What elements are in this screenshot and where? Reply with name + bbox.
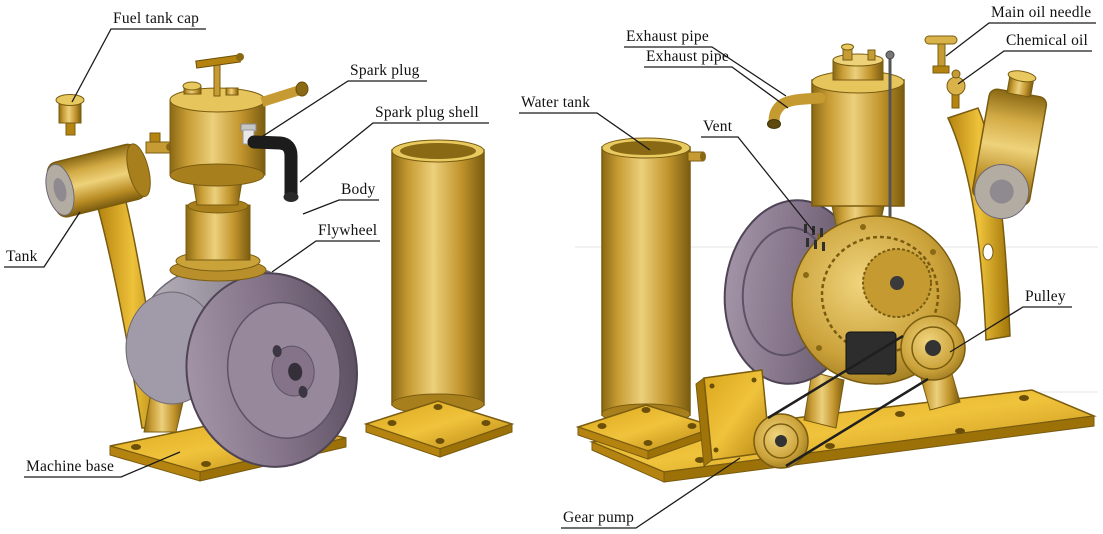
intake-spigot-illustration	[260, 81, 309, 107]
leader-fuel-tank-cap	[71, 28, 206, 103]
leader-water-tank	[519, 112, 651, 151]
leader-main-oil-needle	[945, 22, 1096, 57]
label-exhaust-pipe-upper: Exhaust pipe	[626, 28, 709, 45]
leader-exhaust-pipe-lower	[644, 66, 789, 109]
left-engine-view	[45, 53, 358, 482]
flywheel-illustration	[185, 272, 358, 468]
water-tank-illustration	[575, 137, 719, 460]
leader-vent	[701, 136, 815, 233]
rocker-arm-illustration	[195, 53, 244, 97]
gear-pump-illustration	[695, 369, 809, 469]
chemical-oil-illustration	[946, 69, 966, 109]
leader-lines	[4, 22, 1096, 529]
label-spark-plug-shell: Spark plug shell	[375, 104, 479, 121]
label-fuel-tank-cap: Fuel tank cap	[113, 10, 200, 27]
fuel-tank-illustration	[45, 94, 151, 218]
exhaust-pipe-illustration	[767, 92, 826, 129]
middle-cylinder-illustration	[363, 139, 515, 458]
label-gear-pump: Gear pump	[563, 509, 635, 526]
label-pulley: Pulley	[1025, 288, 1066, 305]
spark-plug-shell-illustration	[247, 135, 299, 202]
leader-gear-pump	[561, 457, 741, 529]
label-spark-plug: Spark plug	[350, 62, 420, 79]
leader-machine-base	[24, 451, 181, 478]
leader-chemical-oil	[957, 50, 1092, 85]
label-machine-base: Machine base	[26, 458, 115, 475]
main-oil-needle-illustration	[924, 35, 958, 74]
engine-body-illustration	[169, 53, 309, 282]
label-vent: Vent	[703, 118, 733, 135]
belt-illustration	[767, 334, 929, 468]
label-water-tank: Water tank	[521, 94, 591, 111]
leader-flywheel	[271, 240, 380, 273]
leader-spark-plug	[259, 80, 427, 139]
leader-pulley	[949, 306, 1072, 353]
pulley-illustration	[900, 315, 966, 381]
label-tank: Tank	[6, 248, 38, 265]
label-flywheel: Flywheel	[318, 222, 378, 239]
label-main-oil-needle: Main oil needle	[991, 4, 1092, 21]
oil-tank-illustration	[971, 70, 1048, 220]
leader-body	[302, 199, 379, 215]
leader-spark-plug-shell	[299, 122, 489, 183]
leader-exhaust-pipe-upper	[624, 46, 787, 97]
motor-block-illustration	[845, 331, 897, 375]
label-chemical-oil: Chemical oil	[1006, 32, 1089, 49]
fuel-tank-cap-illustration	[55, 94, 85, 136]
label-body: Body	[341, 181, 376, 198]
right-engine-view	[575, 35, 1097, 483]
leader-tank	[4, 211, 81, 268]
label-exhaust-pipe-lower: Exhaust pipe	[646, 48, 729, 65]
